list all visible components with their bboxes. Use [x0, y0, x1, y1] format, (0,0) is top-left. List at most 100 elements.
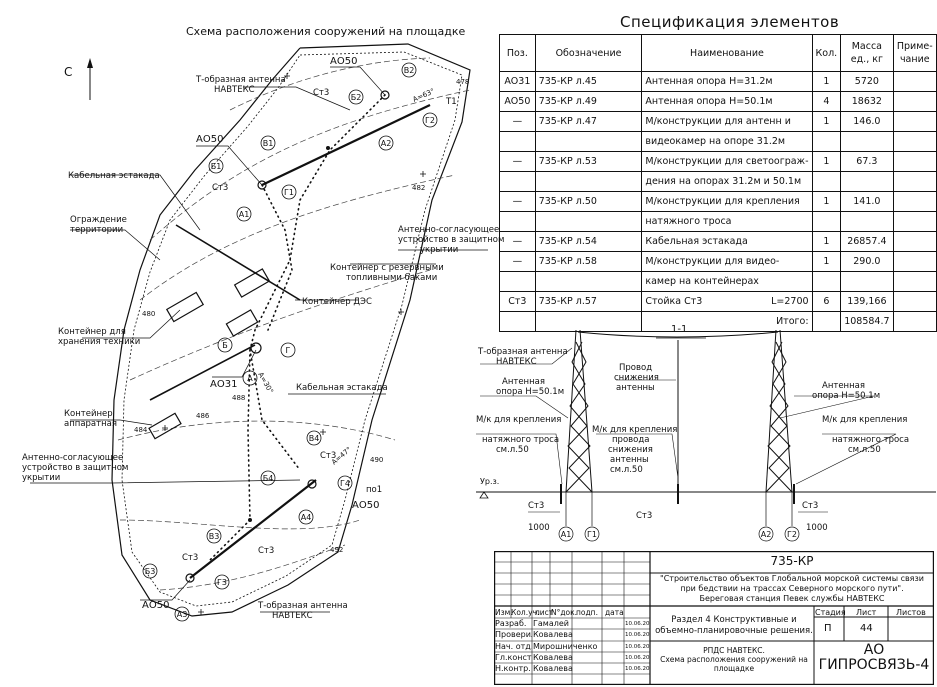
container-tech	[165, 291, 205, 323]
spec-cell-mass: 18632	[840, 91, 894, 112]
stamp-stage-h: Стадия	[815, 608, 846, 617]
org-line-1: АО	[863, 642, 885, 658]
spec-cell-des	[534, 171, 643, 192]
section-1-1: 1-1 Ур.з. А1 Г1 А2 Г2 Т-образная антен	[476, 324, 936, 542]
spec-cell-name-text: Стойка Ст3	[645, 296, 703, 307]
spec-cell-name: видеокамер на опоре 31.2м	[641, 131, 813, 152]
label-dim-left: 1000	[528, 523, 550, 533]
stamp-person-date: 10.06.20	[625, 666, 650, 672]
axis-a2: А2	[761, 530, 772, 539]
spec-cell-des: 735-КР л.54	[534, 231, 643, 252]
cable-rack	[149, 344, 256, 401]
spec-cell-mass: 141.0	[840, 191, 894, 212]
stamp-person-role: Нач. отд.	[495, 642, 532, 651]
spec-cell-mass	[840, 131, 894, 152]
stamp-h-date: дата	[605, 608, 624, 617]
label-support-left-2: опора Н=50.1м	[496, 387, 564, 397]
spec-cell-note	[892, 151, 937, 172]
section-leaders	[476, 347, 897, 513]
stamp-list-h: Лист	[856, 608, 877, 617]
spec-cell-note	[892, 231, 937, 252]
label-support-right-2: опора Н=50.1м	[812, 391, 880, 401]
spec-cell-note	[892, 191, 937, 212]
label-st3-mid: Ст3	[636, 511, 652, 521]
support-ao50-icon	[380, 90, 390, 100]
project-line-3: Береговая станция Певек службы НАВТЕКС	[699, 594, 885, 603]
antenna-span	[577, 331, 779, 338]
label-support-left-1: Антенная	[502, 377, 545, 387]
label-container-hw-1: Контейнер	[64, 409, 113, 419]
stamp-project: "Строительство объектов Глобальной морск…	[650, 574, 934, 604]
org-line-2: ГИПРОСВЯЗЬ-4	[818, 657, 930, 673]
label-azimuth-1: А=63°	[412, 87, 436, 104]
label-matching-left-1: Антенно-согласующее	[22, 453, 123, 463]
label-azimuth-2: А=30°	[256, 371, 274, 395]
axis-label: Б4	[263, 474, 274, 483]
spec-cell-qty	[811, 211, 842, 232]
spec-cell-des	[534, 131, 643, 152]
st3-post-icon	[326, 146, 330, 150]
label-matching-right-1: Антенно-согласующее	[398, 225, 499, 235]
support-ao31-icon	[250, 342, 262, 354]
stamp-person-date: 10.06.20	[625, 632, 650, 638]
axis-label: В2	[404, 66, 415, 75]
axis-circle-labels: В2 Б2 А2 Г2 В1 Б1 А1 Г1 А Б Г В4 Б4 А4 Г…	[145, 66, 435, 619]
label-ao31: АО31	[210, 379, 237, 390]
stamp-person-date: 10.06.20	[625, 644, 650, 650]
axis-label: Б1	[211, 162, 222, 171]
label-mk-left-2: натяжного троса	[482, 435, 559, 445]
label-ao50-mid: АО50	[196, 134, 223, 145]
spec-cell-pos: —	[499, 151, 536, 172]
spec-cell-qty: 1	[811, 191, 842, 212]
spec-row: камер на контейнерах	[499, 271, 937, 292]
stamp-h-list: лист	[535, 608, 554, 617]
label-po1: по1	[366, 485, 382, 495]
site-boundary	[111, 43, 471, 617]
stamp-person-name: Ковалева	[533, 653, 573, 662]
total-label: Итого:	[641, 311, 813, 332]
label-t1: Т1	[445, 97, 457, 107]
section-line-1: Раздел 4 Конструктивные и	[671, 615, 797, 625]
spec-cell-des: 735-КР л.58	[534, 251, 643, 272]
contour-line	[117, 420, 396, 441]
spec-cell-qty: 1	[811, 71, 842, 92]
label-mk-mid-5: см.л.50	[610, 465, 643, 475]
container-hw	[148, 412, 182, 440]
label-t-antenna-2: НАВТЕКС	[496, 357, 537, 367]
sheet-line-1: РПДС НАВТЕКС.	[703, 646, 765, 655]
label-mk-right-1: М/к для крепления	[822, 415, 907, 425]
title-block: Изм. Кол.уч. лист N°док. подп. дата Разр…	[494, 551, 934, 685]
site-plan-title: Схема расположения сооружений на площадк…	[186, 25, 465, 38]
spec-cell-name: камер на контейнерах	[641, 271, 813, 292]
spec-cell-length: L=2700	[771, 296, 809, 307]
spec-cell-mass: 26857.4	[840, 231, 894, 252]
container-des	[225, 309, 259, 337]
spec-row: натяжного троса	[499, 211, 937, 232]
sheet-line-2: Схема расположения сооружений на	[660, 655, 808, 664]
label-ao50-top: АО50	[330, 56, 357, 67]
label-support-right-1: Антенная	[822, 381, 865, 391]
stamp-person-date: 10.06.20	[625, 655, 650, 661]
axis-label: Г3	[217, 578, 227, 587]
stamp-lists-h: Листов	[896, 608, 926, 617]
label-fence-1: Ограждение	[70, 215, 127, 225]
project-line-2: при бедствии на трассах Северного морско…	[680, 584, 904, 593]
stamp-section: Раздел 4 Конструктивные и объемно-планир…	[654, 615, 814, 637]
spec-cell-name: натяжного троса	[641, 211, 813, 232]
header-qty: Кол.	[811, 34, 842, 72]
spec-cell-pos: Ст3	[499, 291, 536, 312]
spec-cell-note	[892, 171, 937, 192]
label-wire-3: антенны	[616, 383, 655, 393]
label-mk-mid-3: снижения	[608, 445, 653, 455]
spec-cell-des: 735-КР л.53	[534, 151, 643, 172]
spec-cell-qty: 1	[811, 111, 842, 132]
spec-cell-qty: 1	[811, 231, 842, 252]
spec-title: Спецификация элементов	[620, 13, 840, 31]
spec-cell-des: 735-КР л.50	[534, 191, 643, 212]
label-st3: Ст3	[320, 451, 336, 461]
axis-label: А	[247, 374, 253, 383]
label-wire-1: Провод	[619, 363, 652, 373]
